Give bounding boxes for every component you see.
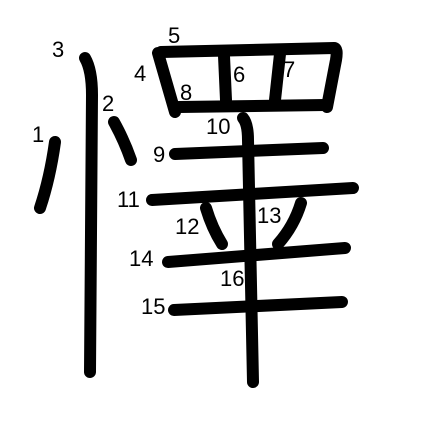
stroke-7	[269, 48, 286, 106]
stroke-number-6: 6	[233, 62, 245, 87]
stroke-number-8: 8	[180, 80, 192, 105]
stroke-number-3: 3	[52, 37, 64, 62]
stroke-15	[168, 296, 348, 316]
stroke-6	[218, 50, 232, 106]
stroke-4	[152, 47, 181, 118]
stroke-number-13: 13	[257, 203, 281, 228]
stroke-1	[34, 136, 61, 214]
stroke-number-labels: 1 2 3 4 5 6 7 8 9 10 11 12 13 14 15 16	[32, 23, 295, 319]
stroke-paths	[34, 42, 359, 388]
stroke-number-15: 15	[141, 294, 165, 319]
stroke-8	[173, 99, 331, 113]
stroke-5	[155, 42, 343, 113]
stroke-14	[162, 242, 351, 268]
stroke-13	[272, 197, 307, 250]
stroke-number-4: 4	[134, 61, 146, 86]
stroke-number-12: 12	[175, 214, 199, 239]
stroke-number-16: 16	[220, 266, 244, 291]
stroke-number-14: 14	[129, 246, 153, 271]
stroke-12	[200, 202, 228, 250]
stroke-3	[79, 52, 98, 378]
stroke-number-2: 2	[102, 91, 114, 116]
stroke-number-9: 9	[153, 142, 165, 167]
stroke-number-1: 1	[32, 122, 44, 147]
stroke-number-10: 10	[206, 114, 230, 139]
stroke-number-11: 11	[117, 187, 140, 212]
stroke-number-7: 7	[283, 57, 295, 82]
stroke-11	[146, 182, 359, 206]
stroke-10	[237, 112, 259, 388]
stroke-2	[108, 116, 137, 166]
stroke-number-5: 5	[168, 23, 180, 48]
